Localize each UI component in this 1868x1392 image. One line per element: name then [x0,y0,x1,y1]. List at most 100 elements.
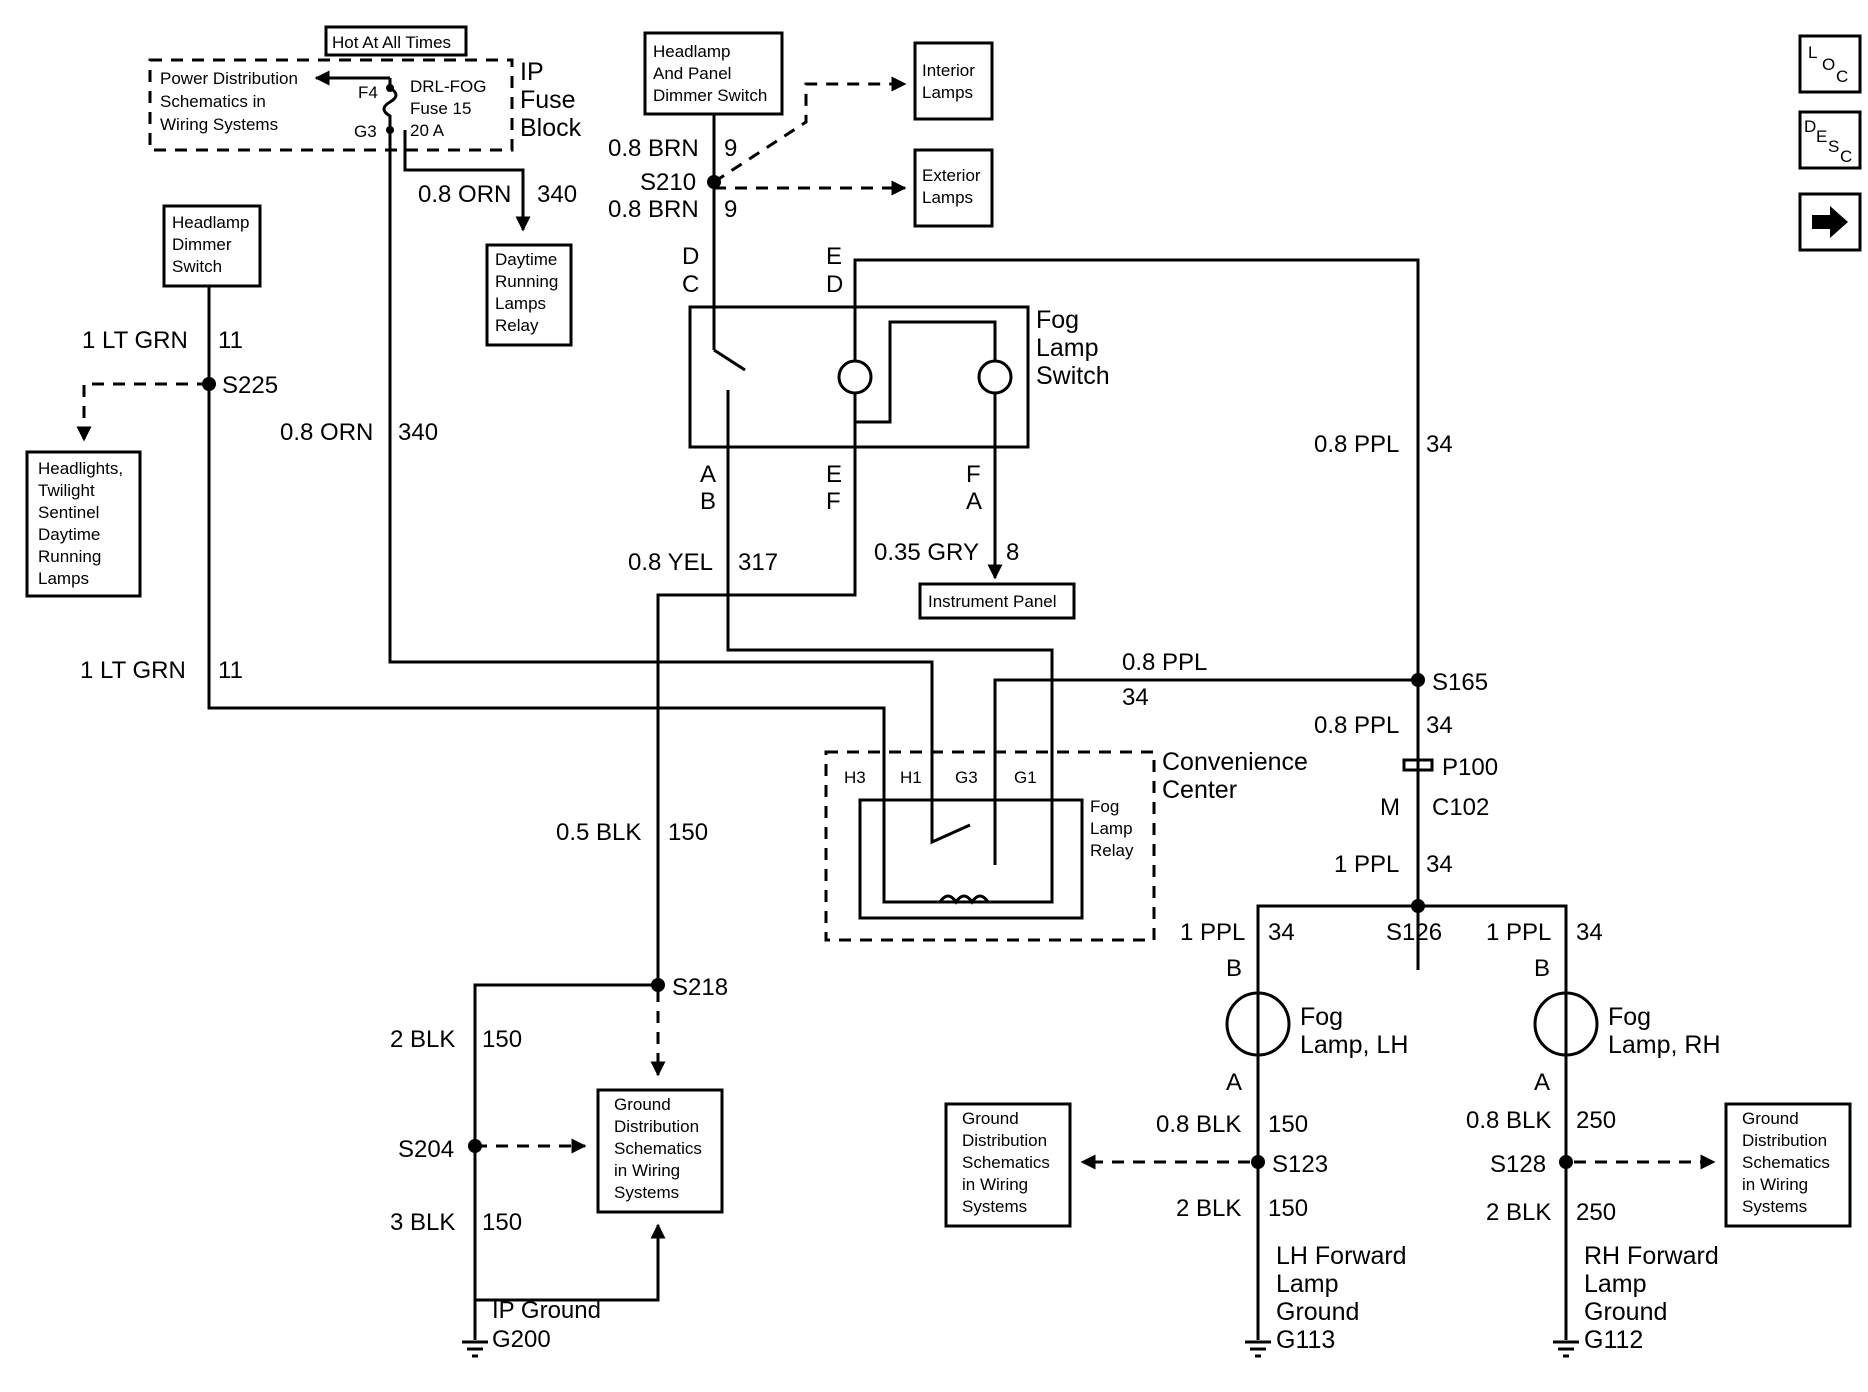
svg-text:2 BLK: 2 BLK [1486,1199,1551,1226]
svg-text:0.35 GRY: 0.35 GRY [874,539,979,566]
svg-text:Sentinel: Sentinel [38,503,99,522]
svg-text:Instrument Panel: Instrument Panel [928,592,1057,611]
svg-text:8: 8 [1006,539,1019,566]
svg-text:L: L [1808,43,1817,62]
svg-text:1 LT GRN: 1 LT GRN [80,657,186,684]
ground-dist-center-box [596,1088,724,1214]
svg-text:34: 34 [1122,684,1149,711]
svg-text:0.8 ORN: 0.8 ORN [418,181,511,208]
svg-text:Lamp: Lamp [1584,1270,1647,1298]
svg-text:150: 150 [482,1026,522,1053]
svg-text:E: E [826,243,842,270]
svg-text:G1: G1 [1014,768,1037,787]
svg-text:D: D [826,271,843,298]
fuse-rating: 20 A [410,121,445,140]
svg-text:34: 34 [1576,919,1603,946]
svg-text:Lamps: Lamps [922,188,973,207]
splice-s165: S165 [1432,669,1488,696]
loc-button[interactable]: L O C [1798,34,1862,94]
svg-text:S: S [1828,137,1839,156]
interior-lamps-box [913,41,994,121]
fuse-block-name-2: Fuse [520,86,576,114]
svg-text:2 BLK: 2 BLK [390,1026,455,1053]
wire-ppl-34 [853,258,1420,970]
svg-text:E: E [1816,127,1827,146]
svg-text:3 BLK: 3 BLK [390,1209,455,1236]
svg-text:Fog: Fog [1608,1003,1651,1031]
svg-text:in Wiring: in Wiring [614,1161,680,1180]
svg-text:Lamp, LH: Lamp, LH [1300,1031,1408,1059]
svg-text:1 PPL: 1 PPL [1334,851,1399,878]
svg-text:340: 340 [398,419,438,446]
svg-text:Schematics: Schematics [614,1139,702,1158]
ground-g200: G200 [492,1326,551,1353]
svg-text:0.8 PPL: 0.8 PPL [1122,649,1207,676]
right-arrow-icon [1812,206,1848,238]
headlamp-dimmer-switch-box [162,204,262,288]
wire-ltgrn-11 [207,286,886,790]
svg-text:And Panel: And Panel [653,64,731,83]
svg-text:1 LT GRN: 1 LT GRN [82,327,188,354]
power-dist-line1: Power Distribution [160,69,298,88]
svg-text:2 BLK: 2 BLK [1176,1195,1241,1222]
ip-fuse-block: Hot At All Times Power Distribution Sche… [148,25,582,152]
splice-s225: S225 [222,372,278,399]
next-page-button[interactable] [1798,192,1862,252]
svg-text:0.8 ORN: 0.8 ORN [280,419,373,446]
svg-text:34: 34 [1426,431,1453,458]
splice-s128: S128 [1490,1151,1546,1178]
svg-text:11: 11 [218,657,243,684]
splice-s218: S218 [672,974,728,1001]
wire-blk-150 [656,457,857,985]
convenience-center [824,750,1156,942]
svg-text:RH Forward: RH Forward [1584,1242,1719,1270]
svg-text:Ground: Ground [1584,1298,1667,1326]
svg-text:Lamp, RH: Lamp, RH [1608,1031,1721,1059]
svg-text:in Wiring: in Wiring [1742,1175,1808,1194]
svg-text:340: 340 [537,181,577,208]
svg-text:Headlamp: Headlamp [172,213,250,232]
svg-text:E: E [826,461,842,488]
ground-symbol-g200 [462,1340,488,1358]
svg-text:C: C [1840,147,1852,166]
headlamp-panel-dimmer-switch: Headlamp And Panel Dimmer Switch [643,31,784,116]
svg-text:Headlamp: Headlamp [653,42,731,61]
splice-s123: S123 [1272,1151,1328,1178]
svg-text:C102: C102 [1432,794,1489,821]
fuse-pin-f4: F4 [358,83,378,102]
wire-orn-340 [388,130,934,790]
ground-dist-right-box [1724,1102,1852,1228]
fuse-block-name-3: Block [520,114,582,142]
power-dist-line2: Schematics in [160,92,266,111]
splice-s204: S204 [398,1136,454,1163]
svg-text:34: 34 [1426,712,1453,739]
instrument-panel-box [918,582,1076,620]
wire-orn-340-drl [403,130,531,232]
hot-at-all-times-label: Hot At All Times [332,33,451,52]
fuse-number: Fuse 15 [410,99,471,118]
desc-button[interactable]: D E S C [1798,110,1862,170]
svg-text:0.8 PPL: 0.8 PPL [1314,712,1399,739]
svg-text:150: 150 [668,819,708,846]
svg-text:Lamp: Lamp [1090,819,1133,838]
svg-text:LH Forward: LH Forward [1276,1242,1407,1270]
svg-text:Ground: Ground [1742,1109,1799,1128]
svg-text:A: A [1534,1069,1550,1096]
svg-text:Distribution: Distribution [1742,1131,1827,1150]
svg-text:0.5 BLK: 0.5 BLK [556,819,641,846]
svg-text:in Wiring: in Wiring [962,1175,1028,1194]
svg-text:Daytime: Daytime [38,525,100,544]
svg-text:0.8 PPL: 0.8 PPL [1314,431,1399,458]
svg-text:O: O [1822,55,1835,74]
svg-text:150: 150 [1268,1195,1308,1222]
svg-text:Fog: Fog [1036,306,1079,334]
svg-text:Exterior: Exterior [922,166,981,185]
svg-text:Center: Center [1162,776,1237,804]
svg-text:A: A [1226,1069,1242,1096]
fog-lamp-rh-symbol [1533,991,1599,1057]
svg-text:Ground: Ground [962,1109,1019,1128]
fuse-symbol [382,78,398,130]
splice-s126: S126 [1386,919,1442,946]
svg-text:9: 9 [724,196,737,223]
